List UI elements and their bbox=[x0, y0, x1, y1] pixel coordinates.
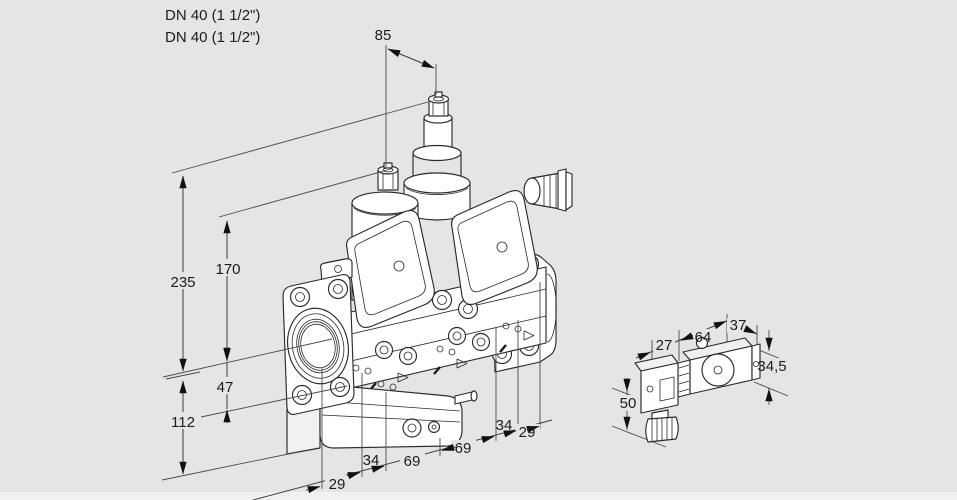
bottom-edge-strip bbox=[0, 492, 957, 500]
detail-component-drawing bbox=[634, 336, 761, 443]
dim-chain-29-left: 29 bbox=[329, 476, 346, 493]
dim-85-label: 85 bbox=[375, 27, 392, 44]
sealing-plug bbox=[523, 168, 573, 212]
label-dn-size-1: DN 40 (1 1/2") bbox=[165, 7, 260, 24]
valve-assembly-drawing bbox=[282, 91, 573, 455]
spring-covers bbox=[345, 189, 538, 329]
dim-47-label: 47 bbox=[217, 379, 234, 396]
label-dn-size-2: DN 40 (1 1/2") bbox=[165, 29, 260, 46]
dimension-arrows bbox=[223, 320, 773, 494]
flow-arrow-icon bbox=[523, 330, 535, 341]
dim-chain-69-right: 69 bbox=[455, 440, 472, 457]
flow-arrow-icon bbox=[397, 372, 409, 383]
din-connector bbox=[640, 362, 679, 414]
dim-chain-69-left: 69 bbox=[404, 453, 421, 470]
dim-112-label: 112 bbox=[171, 414, 195, 431]
dim-235-label: 235 bbox=[170, 274, 195, 291]
dim-37-label: 37 bbox=[730, 317, 747, 334]
flow-arrow-icon bbox=[456, 358, 468, 369]
dim-chain-29-right: 29 bbox=[519, 424, 536, 441]
dim-170-label: 170 bbox=[215, 261, 240, 278]
label-backgrounds bbox=[166, 259, 789, 491]
side-pin bbox=[454, 391, 473, 405]
dim-50-label: 50 bbox=[620, 395, 637, 412]
dim-34-5-label: 34,5 bbox=[757, 358, 786, 375]
top-dome bbox=[695, 336, 709, 350]
coil-face-disc bbox=[701, 353, 735, 387]
dim-27-label: 27 bbox=[656, 337, 673, 354]
dim-64-label: 64 bbox=[695, 329, 712, 346]
right-actuator bbox=[403, 91, 471, 221]
left-inlet-flange bbox=[282, 258, 355, 415]
dim-chain-34-right: 34 bbox=[496, 417, 513, 434]
labels: DN 40 (1 1/2") DN 40 (1 1/2") 85 235 170… bbox=[165, 7, 787, 493]
dim-chain-34-left: 34 bbox=[363, 452, 380, 469]
